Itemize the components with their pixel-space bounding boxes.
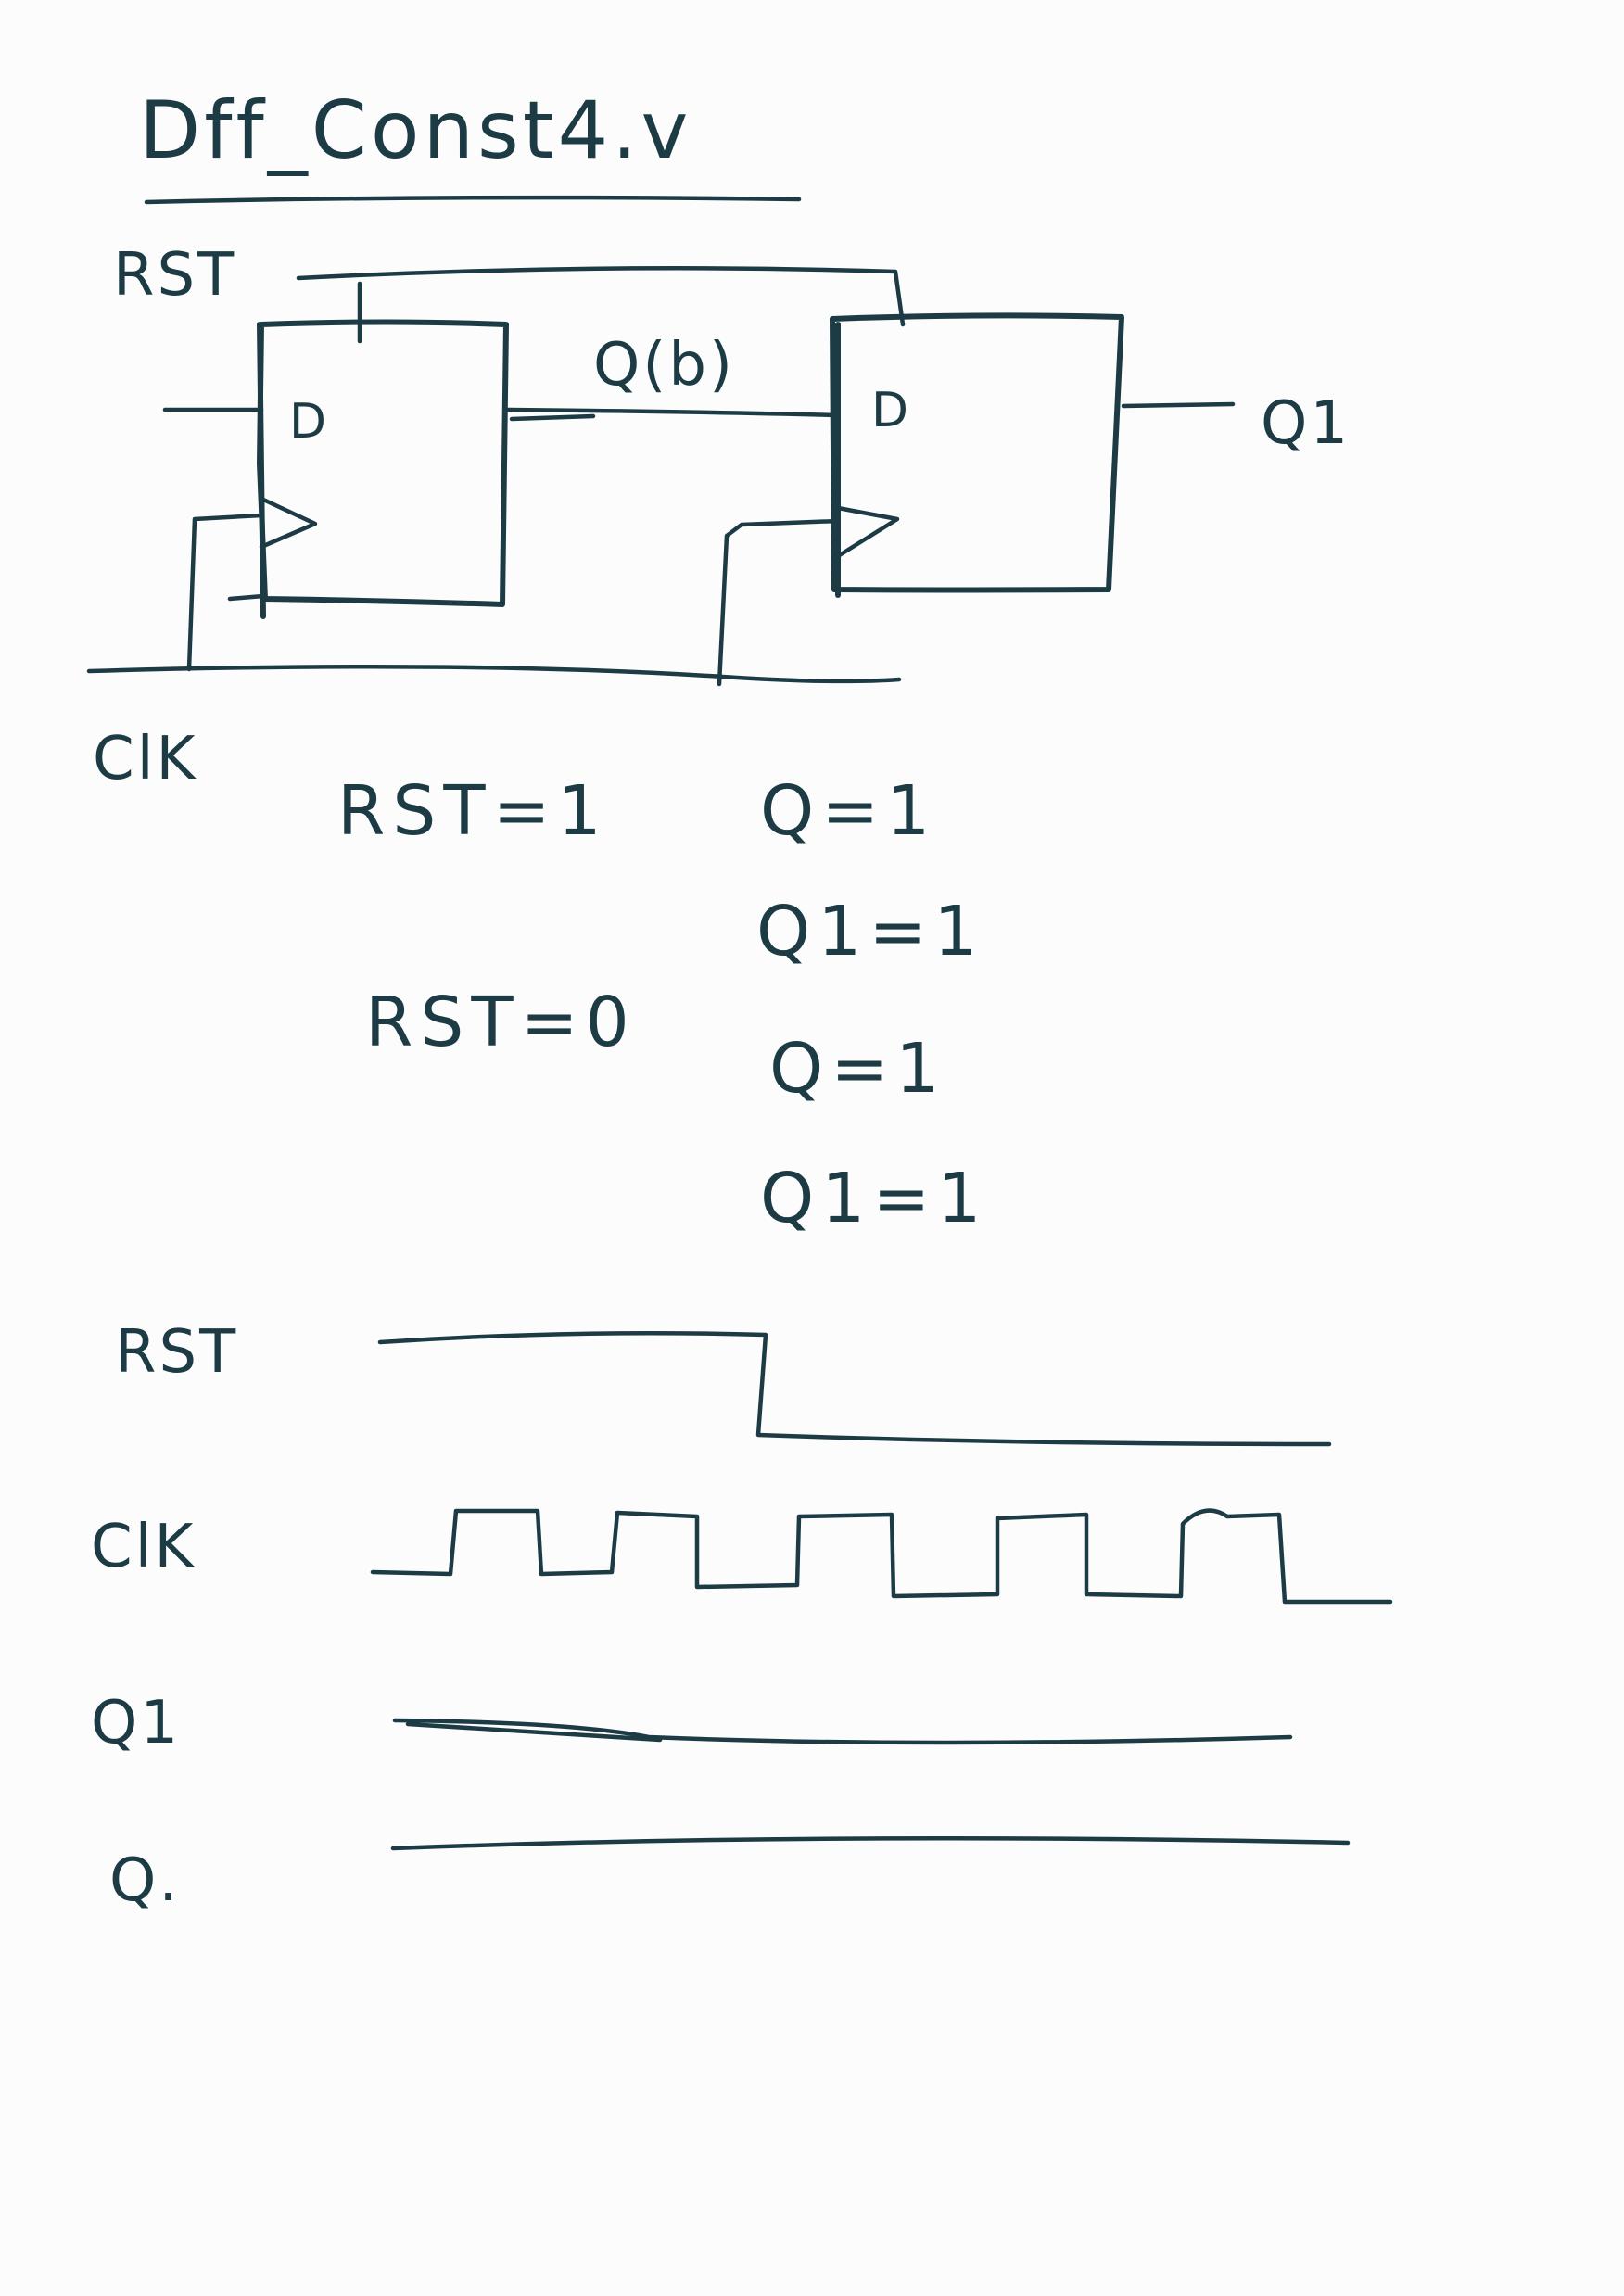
note-rst0-q1: Q1=1 [760, 1159, 988, 1238]
title-text: Dff_Const4.v [139, 84, 691, 177]
q1-output-label: Q1 [1261, 389, 1351, 458]
rst-label: RST [113, 241, 236, 310]
title-underline [144, 195, 802, 205]
note-rst1-q1: Q1=1 [756, 892, 984, 971]
rst-waveform [377, 1330, 1332, 1447]
ff2-clk-wire [717, 518, 841, 687]
note-rst0: RST=0 [365, 983, 637, 1062]
ff2-clock-triangle [835, 505, 900, 559]
clk-waveform [370, 1508, 1393, 1605]
ff1-clk-wire [186, 513, 264, 672]
q1-output-wire [1121, 401, 1236, 409]
timing-q-label: Q. [109, 1846, 181, 1915]
q-wire [505, 407, 841, 418]
clk-label: ClK [93, 725, 197, 793]
ff2-d-pin-label: D [871, 383, 908, 438]
rst-wire [296, 266, 906, 327]
ff1-clock-triangle [259, 496, 318, 550]
note-rst1: RST=1 [337, 771, 609, 851]
note-rst0-q: Q=1 [769, 1029, 946, 1109]
note-rst1-q: Q=1 [760, 771, 937, 851]
timing-rst-label: RST [115, 1318, 238, 1387]
flip-flop-2 [830, 312, 1124, 593]
q1-waveform [392, 1718, 1293, 1745]
ff1-d-pin-label: D [289, 394, 326, 450]
timing-clk-label: ClK [91, 1513, 196, 1581]
q-waveform [390, 1835, 1351, 1851]
q-wire-label: Q(b) [593, 331, 735, 400]
timing-q1-label: Q1 [91, 1689, 181, 1757]
clk-bus [86, 664, 902, 684]
flip-flop-1 [257, 319, 509, 607]
